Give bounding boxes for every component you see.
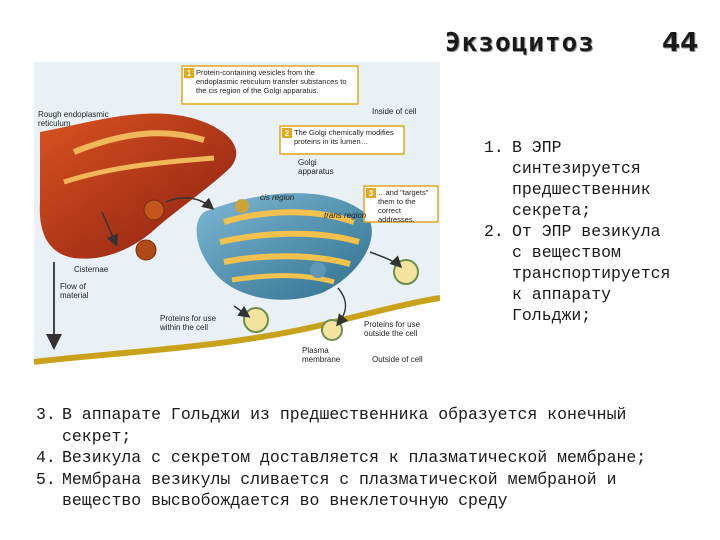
- callout-3-number: 3: [369, 189, 374, 198]
- vesicle-inside-use: [243, 307, 269, 333]
- golgi-cisterna: [231, 273, 335, 285]
- er-fold: [72, 130, 205, 155]
- flow-arrow: [369, 251, 403, 269]
- list-item-text: Везикула с секретом доставляется к плазм…: [62, 448, 647, 467]
- outside-cell-label: Outside of cell: [372, 355, 423, 364]
- list-item-text: Мембрана везикулы сливается с плазматиче…: [62, 469, 617, 511]
- list-item-text: От ЭПР везикула с веществом транспортиру…: [512, 222, 671, 325]
- golgi-cisterna: [219, 230, 360, 245]
- list-item-number: 1.: [484, 138, 504, 157]
- rough-er-shape: [39, 113, 237, 259]
- plasma-membrane-shape: [34, 295, 440, 365]
- list-item: 2. От ЭПР везикула с веществом транспорт…: [484, 221, 714, 326]
- proteins-outside-label: Proteins for use outside the cell: [364, 320, 421, 338]
- callout-2-marker: [282, 128, 292, 138]
- callout-1-marker: [184, 68, 194, 78]
- flow-label-wrap: Flow of material: [60, 282, 89, 300]
- plasma-membrane-label: Plasma membrane: [302, 346, 341, 364]
- list-item-number: 2.: [484, 222, 504, 241]
- cisternae-label: Cisternae: [74, 265, 109, 274]
- callout-3-text-wrap: …and "targets" them to the correct addre…: [378, 188, 429, 222]
- rough-er-label-wrap: Rough endoplasmic reticulum: [38, 110, 109, 128]
- proteins-inside-label-wrap: Proteins for use within the cell: [160, 314, 217, 332]
- callout-1-number: 1: [187, 69, 192, 78]
- golgi-cisterna: [223, 209, 355, 225]
- flow-arrow: [233, 305, 251, 318]
- proteins-inside-label: Proteins for use within the cell: [160, 314, 217, 332]
- slide-title: Экзоцитоз: [445, 28, 595, 58]
- callout-1-text: Protein-containing vesicles from the end…: [196, 68, 347, 95]
- er-vesicle: [143, 199, 165, 221]
- callout-2-text: The Golgi chemically modifies proteins i…: [294, 128, 394, 146]
- list-item: 3. В аппарате Гольджи из предшественника…: [36, 404, 720, 447]
- plasma-membrane-label-wrap: Plasma membrane: [302, 346, 341, 364]
- list-item: 1. В ЭПР синтезируется предшественник се…: [484, 137, 714, 221]
- callout-1-text-wrap: Protein-containing vesicles from the end…: [196, 68, 347, 95]
- slide-number: 44: [662, 28, 699, 58]
- rough-er-label: Rough endoplasmic reticulum: [38, 110, 109, 128]
- exocytosis-figure: 1 Protein-containing vesicles from the e…: [34, 62, 440, 380]
- er-fold: [63, 155, 215, 185]
- flow-arrow: [336, 287, 349, 327]
- er-vesicle: [135, 239, 157, 261]
- outside-region: [34, 298, 440, 380]
- exocytosis-diagram: 1 Protein-containing vesicles from the e…: [34, 62, 440, 380]
- flow-label: Flow of material: [60, 282, 89, 300]
- flow-arrow: [165, 196, 215, 210]
- list-item-number: 4.: [36, 448, 56, 467]
- list-item-number: 5.: [36, 469, 56, 489]
- golgi-label: Golgi apparatus: [298, 158, 334, 176]
- proteins-outside-label-wrap: Proteins for use outside the cell: [364, 320, 421, 338]
- callout-1-box: [181, 65, 359, 105]
- trans-region-label: trans region: [324, 211, 367, 220]
- list-item: 5. Мембрана везикулы сливается с плазмат…: [36, 469, 720, 512]
- callout-2-text-wrap: The Golgi chemically modifies proteins i…: [294, 128, 394, 146]
- callout-3-box: [363, 185, 439, 223]
- callout-2-box: [279, 125, 405, 155]
- transport-vesicle: [235, 199, 249, 213]
- inside-cell-label: Inside of cell: [372, 107, 417, 116]
- callout-2-number: 2: [285, 129, 290, 138]
- transport-vesicle: [310, 262, 326, 278]
- callout-3-marker: [366, 188, 376, 198]
- golgi-cisterna: [223, 253, 351, 267]
- steps-list-bottom: 3. В аппарате Гольджи из предшественника…: [36, 404, 720, 512]
- list-item: 4. Везикула с секретом доставляется к пл…: [36, 447, 720, 469]
- list-item-text: В ЭПР синтезируется предшественник секре…: [512, 138, 651, 220]
- steps-list-top: 1. В ЭПР синтезируется предшественник се…: [484, 137, 714, 326]
- cis-region-label: cis region: [260, 193, 295, 202]
- callout-3-text: …and "targets" them to the correct addre…: [378, 188, 429, 222]
- flow-arrow: [101, 211, 118, 247]
- list-item-number: 3.: [36, 405, 56, 424]
- list-item-text: В аппарате Гольджи из предшественника об…: [62, 405, 627, 446]
- golgi-label-wrap: Golgi apparatus: [298, 158, 334, 176]
